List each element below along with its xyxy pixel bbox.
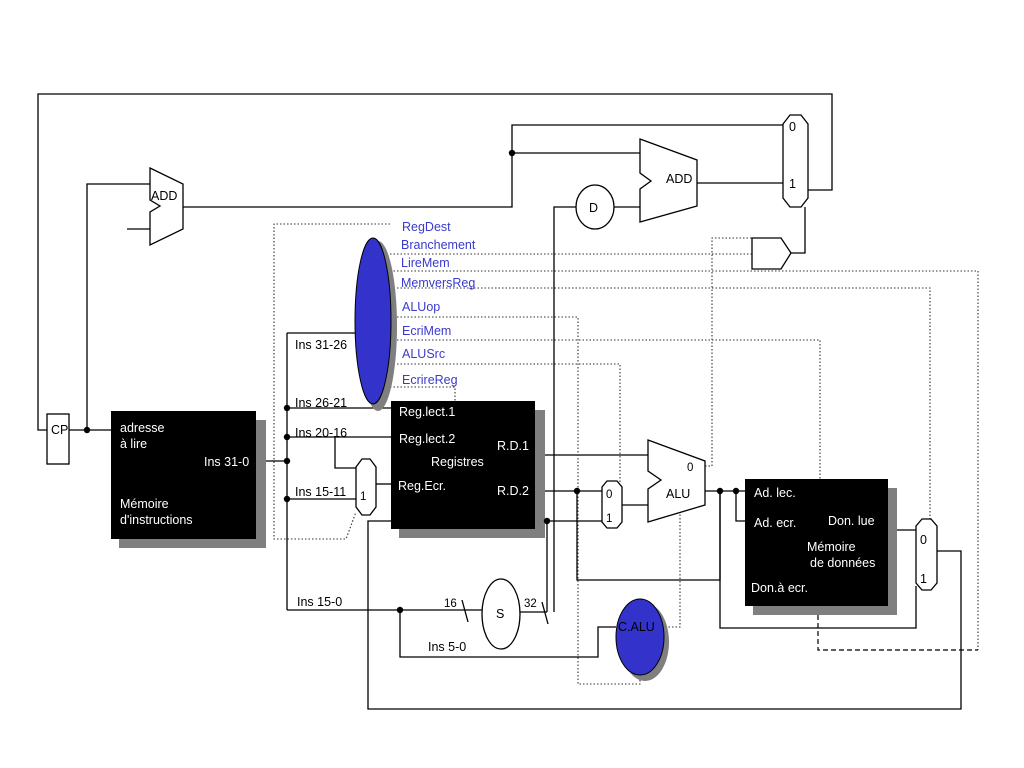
regs-write: Reg.Ecr.: [398, 479, 446, 493]
mux-memtoreg-in1: 1: [920, 572, 927, 586]
mux-memtoreg-in0: 0: [920, 533, 927, 547]
dmem-read-addr: Ad. lec.: [754, 486, 796, 500]
dmem-name-line1: Mémoire: [807, 540, 856, 554]
field-ins-15-0: Ins 15-0: [297, 595, 342, 609]
junction-dots: [83, 149, 740, 614]
signal-memversreg: MemversReg: [401, 276, 475, 290]
instruction-fields: Ins 31-26 Ins 26-21 Ins 20-16 Ins 15-11 …: [295, 338, 466, 654]
shift-label: D: [589, 201, 598, 215]
sign-ext-in-bits: 16: [444, 598, 457, 610]
signal-ecrirereg: EcrireReg: [402, 373, 458, 387]
regs-rd2: R.D.2: [497, 484, 529, 498]
mux-alusrc-in1: 1: [606, 513, 612, 525]
mux-regdst-in1: 1: [360, 491, 366, 503]
sign-ext-out-bits: 32: [524, 598, 537, 610]
signal-alusrc: ALUSrc: [402, 347, 445, 361]
branch-and-gate: [751, 237, 792, 270]
mux-pcsrc-in1: 1: [789, 177, 796, 191]
datapath-wires: [37, 93, 962, 710]
program-counter: CP: [46, 413, 70, 465]
mux-pcsrc: 0 1: [782, 114, 809, 208]
control-unit: [354, 237, 397, 411]
sign-ext-label: S: [496, 607, 504, 621]
field-ins-20-16: Ins 20-16: [295, 426, 347, 440]
adder-pc: ADD: [149, 166, 184, 247]
mux-pcsrc-in0: 0: [789, 120, 796, 134]
adder-branch-label: ADD: [666, 172, 692, 186]
pc-label: CP: [51, 423, 68, 437]
regs-read1: Reg.lect.1: [399, 405, 455, 419]
field-ins-31-26: Ins 31-26: [295, 338, 347, 352]
signal-ecrimem: EcriMem: [402, 324, 451, 338]
dmem-read-data: Don. lue: [828, 514, 875, 528]
adder-pc-label: ADD: [151, 189, 177, 203]
imem-addr-line1: adresse: [120, 421, 165, 435]
mux-alusrc-in0: 0: [606, 489, 612, 501]
register-file: Reg.lect.1 Reg.lect.2 R.D.1 Registres Re…: [391, 401, 545, 538]
signal-liremem: LireMem: [401, 256, 450, 270]
dmem-write-data: Don.à ecr.: [751, 581, 808, 595]
alu-label: ALU: [666, 487, 690, 501]
control-signals: RegDest Branchement LireMem MemversReg A…: [401, 220, 476, 387]
sign-extend: S 16 32: [444, 578, 549, 650]
adder-branch: ADD: [639, 138, 698, 223]
imem-out-label: Ins 31-0: [204, 455, 249, 469]
alu-control: C.ALU: [615, 598, 669, 681]
signal-regdest: RegDest: [402, 220, 451, 234]
field-ins-5-0: Ins 5-0: [428, 640, 466, 654]
signal-aluop: ALUop: [402, 300, 440, 314]
signal-branchement: Branchement: [401, 238, 476, 252]
imem-addr-line2: à lire: [120, 437, 147, 451]
alu-zero: 0: [687, 462, 693, 474]
imem-name-line1: Mémoire: [120, 497, 169, 511]
regs-rd1: R.D.1: [497, 439, 529, 453]
imem-name-line2: d'instructions: [120, 513, 193, 527]
dmem-name-line2: de données: [810, 556, 875, 570]
regs-read2: Reg.lect.2: [399, 432, 455, 446]
control-wires: [273, 223, 979, 685]
alu: ALU 0: [647, 439, 706, 523]
mux-alusrc: 0 1: [601, 480, 623, 529]
shift-left: D: [575, 184, 615, 230]
mux-memtoreg: 0 1: [915, 518, 938, 591]
field-ins-15-11: Ins 15-11: [295, 485, 346, 499]
dmem-write-addr: Ad. ecr.: [754, 516, 796, 530]
regs-name: Registres: [431, 455, 484, 469]
instruction-memory: adresse à lire Ins 31-0 Mémoire d'instru…: [111, 411, 266, 548]
data-memory: Ad. lec. Ad. ecr. Don. lue Mémoire de do…: [745, 479, 897, 615]
alu-control-label: C.ALU: [618, 620, 655, 634]
mux-regdst: 1: [355, 458, 377, 516]
pc-register: [46, 413, 70, 465]
field-ins-26-21: Ins 26-21: [295, 396, 347, 410]
